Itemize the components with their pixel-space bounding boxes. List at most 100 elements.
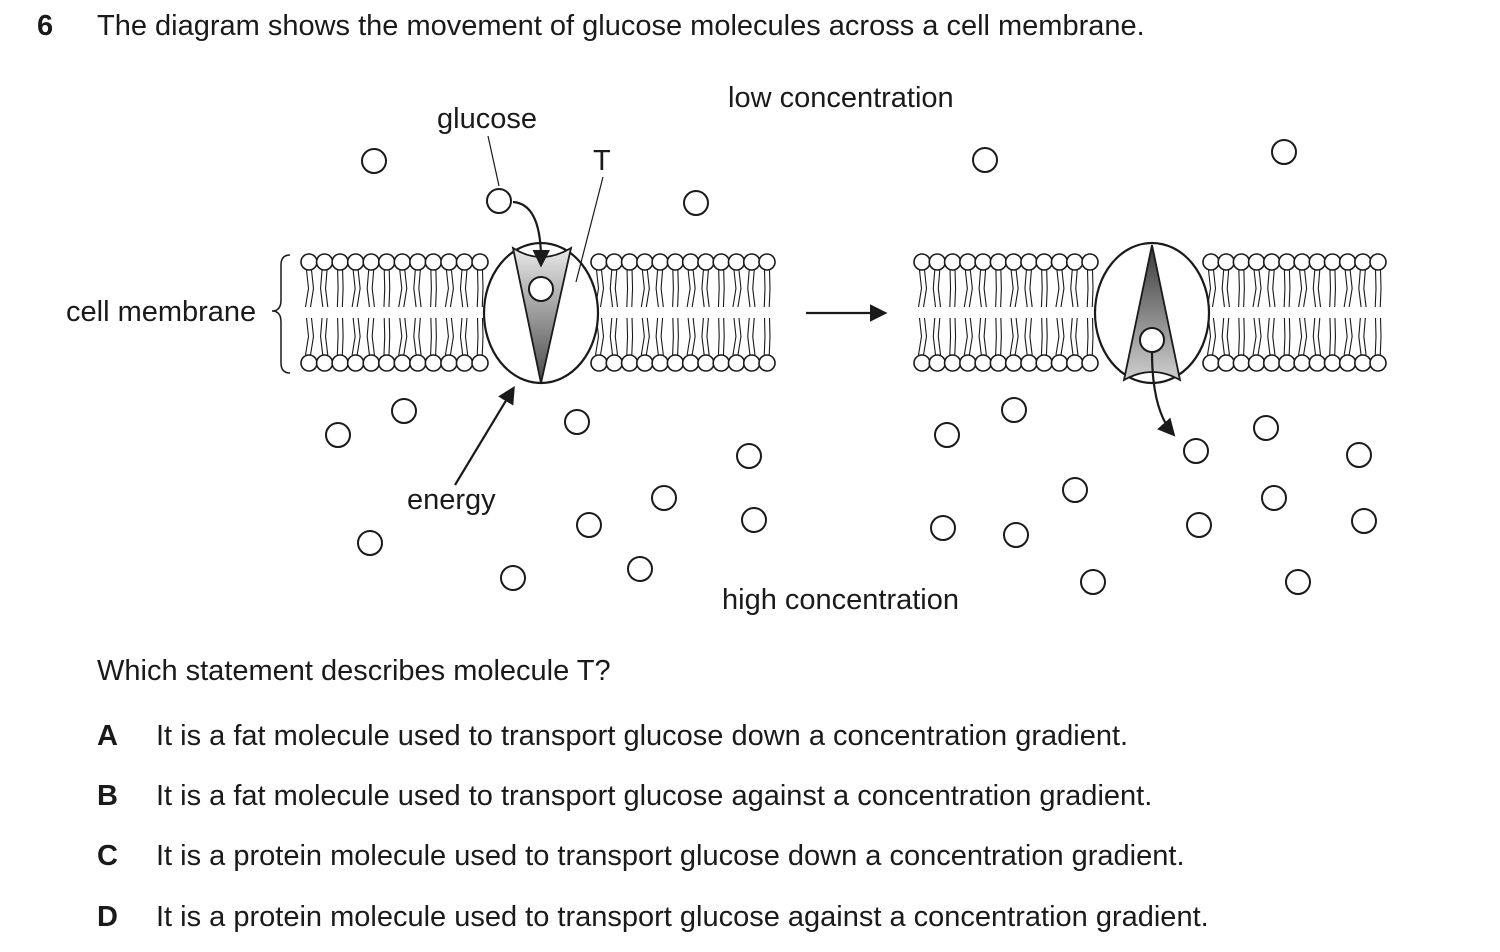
- lipid-tail: [1086, 269, 1089, 308]
- lipid-tail: [1334, 269, 1337, 308]
- lipid-tail: [1252, 269, 1257, 308]
- lipid-tail: [1288, 317, 1291, 356]
- lipid-tail: [1358, 317, 1362, 356]
- lipid-tail: [1379, 317, 1382, 356]
- lipid-tail: [1091, 317, 1094, 356]
- glucose-leader: [487, 135, 500, 187]
- phosphate-head: [913, 253, 931, 271]
- lipid-tail: [1045, 317, 1048, 356]
- lipid-tail: [1243, 317, 1245, 356]
- lipid-tail: [752, 317, 756, 356]
- phosphate-head: [362, 354, 380, 372]
- lipid-tail: [1238, 269, 1240, 308]
- lipid-tail: [747, 317, 751, 356]
- lipid-tail: [1374, 317, 1377, 356]
- low-concentration-label: low concentration: [728, 82, 954, 114]
- phosphate-head: [1004, 253, 1023, 271]
- lipid-tail: [435, 317, 437, 356]
- glucose-molecule: [576, 512, 602, 538]
- lipid-tail: [1283, 269, 1286, 308]
- phosphate-head: [666, 253, 685, 271]
- lipid-tail: [1024, 269, 1028, 308]
- phosphate-head: [959, 354, 977, 372]
- lipid-tail: [1221, 317, 1225, 356]
- phosphate-head: [620, 253, 639, 271]
- lipid-tail: [324, 317, 329, 356]
- lipid-tail: [978, 269, 982, 308]
- phosphate-head: [1293, 354, 1311, 372]
- option-text: It is a fat molecule used to transport g…: [156, 780, 1153, 812]
- glucose-molecule: [325, 422, 351, 448]
- lipid-tail: [949, 269, 952, 308]
- glucose-molecule: [1062, 477, 1088, 503]
- phosphate-head: [712, 253, 730, 271]
- phosphate-head: [455, 253, 474, 271]
- lipid-tail: [1060, 269, 1065, 308]
- lipid-tail: [418, 317, 422, 356]
- phosphate-head: [1020, 354, 1038, 372]
- phosphate-head: [697, 253, 715, 271]
- lipid-tail: [631, 269, 634, 308]
- lipid-tail: [1363, 269, 1367, 308]
- glucose-molecule: [357, 530, 383, 556]
- glucose-molecule: [1186, 512, 1212, 538]
- lipid-tail: [922, 269, 928, 308]
- phosphate-head: [989, 253, 1008, 271]
- lipid-tail: [737, 269, 742, 308]
- lipid-tail: [932, 317, 937, 356]
- lipid-tail: [304, 269, 310, 308]
- phosphate-head: [636, 253, 654, 271]
- phosphate-head: [1369, 253, 1387, 271]
- lipid-tail: [1238, 317, 1240, 356]
- lipid-tail: [932, 269, 937, 308]
- phosphate-head: [959, 253, 977, 271]
- lipid-tail: [763, 317, 766, 356]
- lipid-tail: [706, 269, 710, 308]
- lipid-tail: [341, 269, 344, 308]
- energy-arrow: [454, 385, 515, 486]
- option-letter: B: [97, 780, 118, 812]
- question-prompt: Which statement describes molecule T?: [97, 655, 611, 687]
- phosphate-head: [913, 354, 931, 372]
- phosphate-head: [1338, 354, 1357, 372]
- membrane-transport-diagram: low concentration high concentration glu…: [66, 82, 1387, 616]
- lipid-tail: [1014, 269, 1019, 308]
- lipid-tail: [752, 269, 756, 308]
- lipid-tail: [1334, 317, 1337, 356]
- phosphate-head: [989, 354, 1008, 372]
- glucose-molecule: [1003, 522, 1029, 548]
- lipid-tail: [917, 317, 923, 356]
- glucose-molecule: [391, 398, 417, 424]
- phosphate-head: [1050, 253, 1069, 271]
- option-letter: D: [97, 901, 118, 933]
- phosphate-head: [471, 354, 489, 372]
- lipid-tail: [356, 317, 361, 356]
- glucose-molecule: [361, 148, 387, 174]
- lipid-tail: [631, 317, 634, 356]
- lipid-tail: [459, 317, 464, 356]
- lipid-tail: [722, 317, 725, 356]
- lipid-tail: [1091, 269, 1094, 308]
- bilayer-segment: [1202, 253, 1387, 372]
- phosphate-head: [1247, 253, 1266, 271]
- lipid-tail: [1329, 269, 1332, 308]
- phosphate-head: [1202, 253, 1220, 271]
- lipid-tail: [1288, 269, 1291, 308]
- phosphate-head: [1004, 354, 1023, 372]
- lipid-tail: [319, 269, 324, 308]
- lipid-tail: [968, 269, 973, 308]
- phosphate-head: [1262, 354, 1281, 372]
- lipid-tail: [356, 269, 361, 308]
- lipid-tail: [922, 317, 928, 356]
- phosphate-head: [758, 253, 776, 271]
- lipid-tail: [686, 317, 691, 356]
- phosphate-head: [1217, 253, 1235, 271]
- phosphate-head: [1323, 253, 1342, 271]
- lipid-tail: [954, 317, 957, 356]
- lipid-tail: [430, 269, 432, 308]
- glucose-molecule: [930, 515, 956, 541]
- lipid-tail: [403, 317, 408, 356]
- phosphate-head: [742, 354, 761, 372]
- lipid-tail: [640, 269, 645, 308]
- lipid-tail: [701, 317, 705, 356]
